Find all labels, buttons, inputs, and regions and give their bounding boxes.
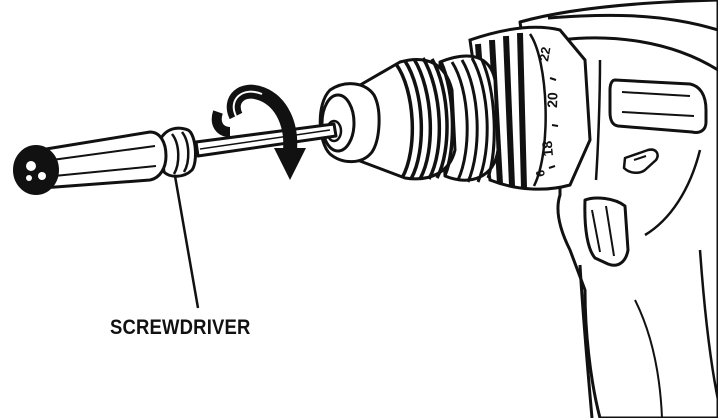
torque-mark-20: 20 (544, 92, 561, 108)
torque-mark-6: 6 (533, 169, 548, 178)
torque-scale: 22 20 18 6 (533, 46, 561, 178)
screwdriver-callout-label: SCREWDRIVER (110, 316, 251, 339)
torque-mark-18: 18 (539, 140, 556, 157)
callout-leader-line (173, 175, 200, 309)
rotation-arrow-icon (211, 84, 306, 180)
torque-mark-22: 22 (536, 46, 553, 63)
keyless-chuck (318, 54, 500, 183)
drill-handle (578, 196, 718, 418)
